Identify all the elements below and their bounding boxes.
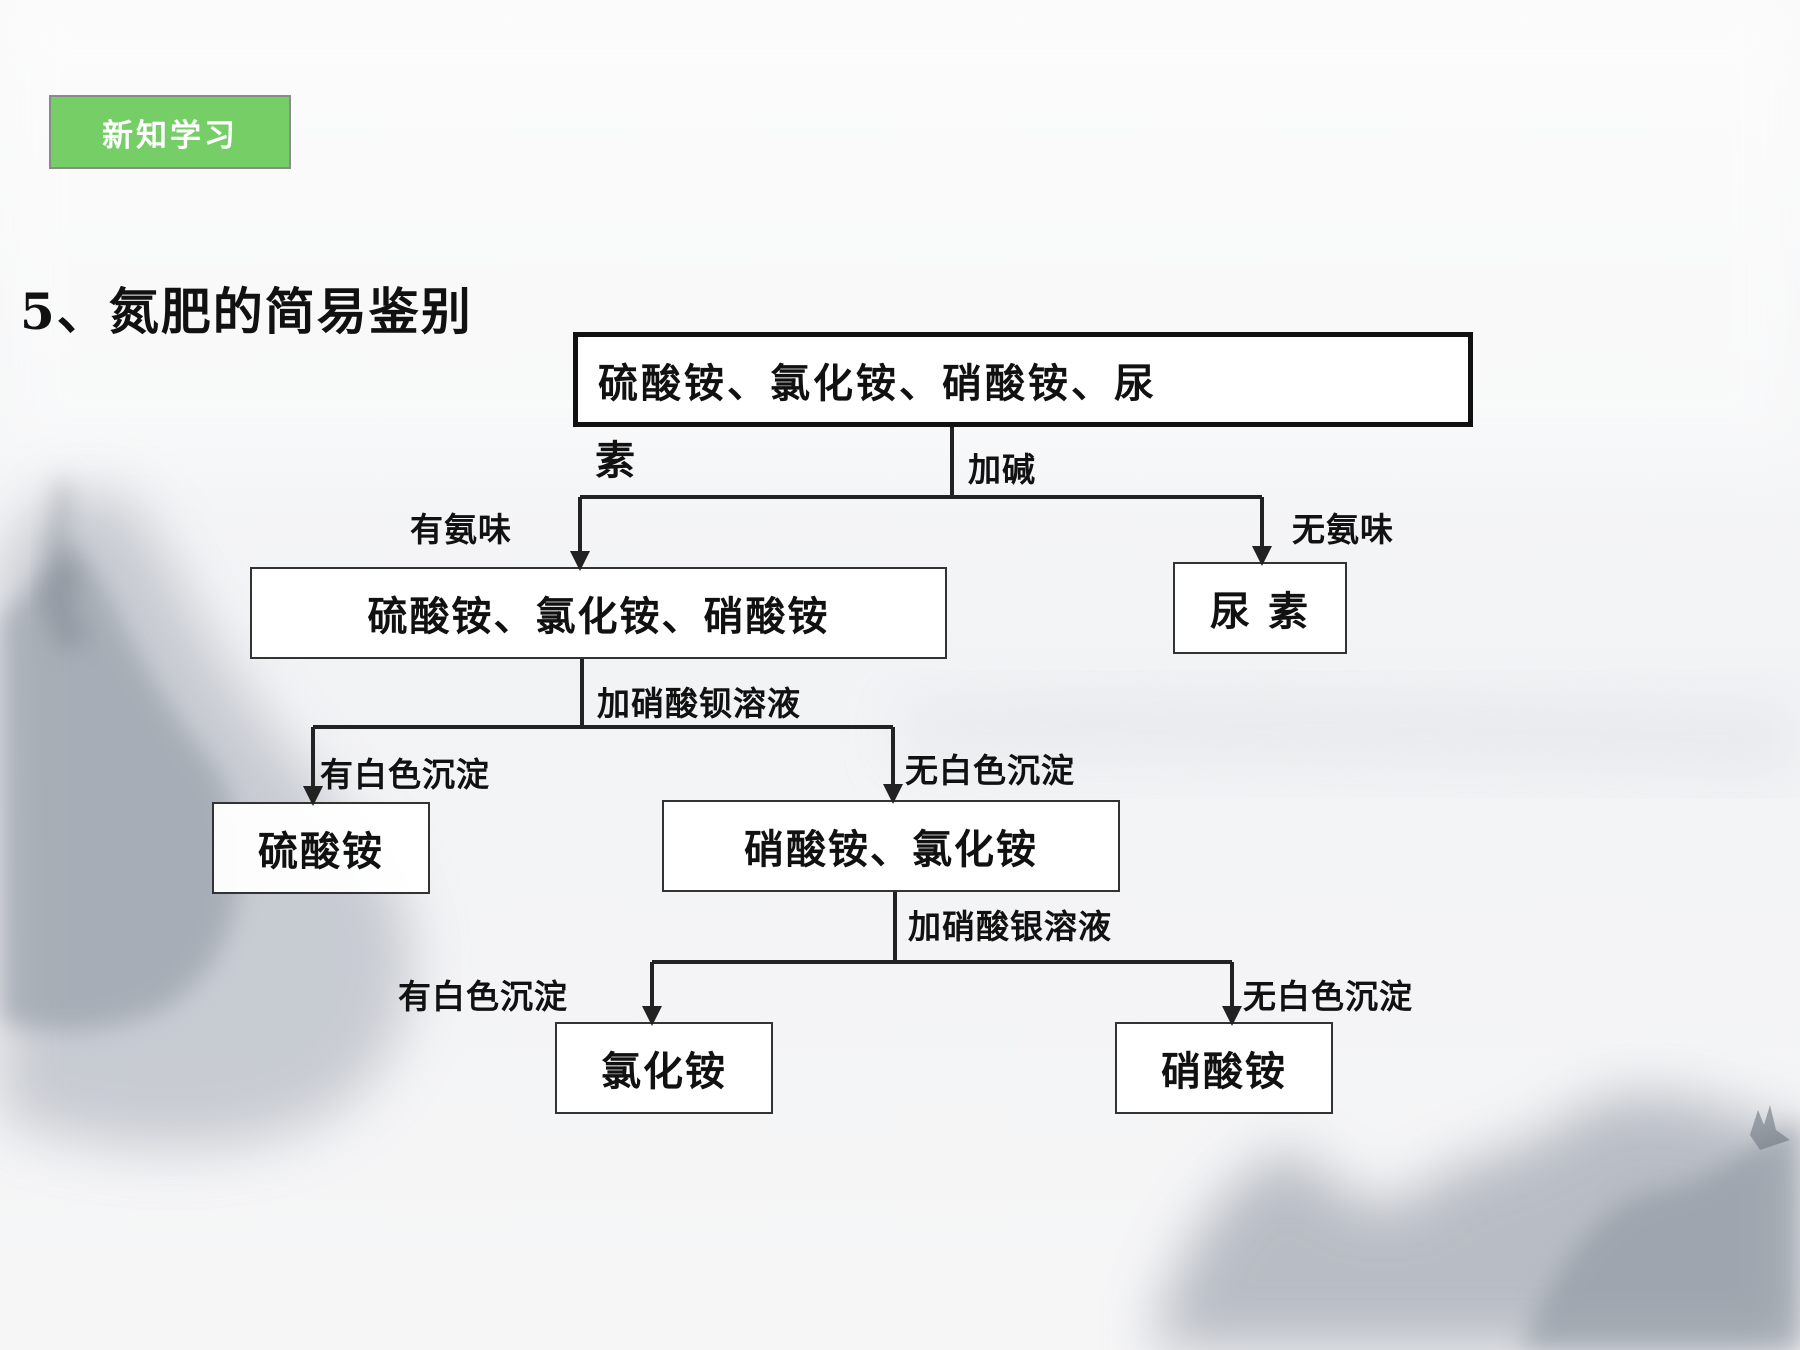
node-ammonium-nitrate-text: 硝酸铵	[1161, 1048, 1287, 1095]
edge-label-add-silver-nitrate: 加硝酸银溶液	[908, 907, 1112, 946]
node-nitrate-chloride-text: 硝酸铵、氯化铵	[744, 826, 1038, 873]
edge-label-add-barium-nitrate: 加硝酸钡溶液	[597, 684, 801, 723]
section-badge: 新知学习	[49, 95, 291, 169]
root-node: 硫酸铵、氯化铵、硝酸铵、尿	[573, 332, 1473, 427]
node-ammonium-nitrate: 硝酸铵	[1115, 1022, 1333, 1114]
root-node-text-overflow: 素	[595, 437, 635, 484]
edge-label-add-base: 加碱	[968, 450, 1036, 489]
edge-label-ammonia-smell: 有氨味	[410, 510, 512, 549]
edge-label-white-precipitate-2: 有白色沉淀	[398, 977, 568, 1016]
node-ammonium-chloride-text: 氯化铵	[601, 1048, 727, 1095]
edge-label-no-white-precipitate-1: 无白色沉淀	[905, 751, 1075, 790]
edge-label-no-white-precipitate-2: 无白色沉淀	[1243, 977, 1413, 1016]
node-three-salts-text: 硫酸铵、氯化铵、硝酸铵	[367, 593, 830, 640]
node-urea-text: 尿 素	[1210, 588, 1310, 635]
edge-label-no-ammonia-smell: 无氨味	[1292, 510, 1394, 549]
edge-label-white-precipitate-1: 有白色沉淀	[320, 755, 490, 794]
page-title: 5、氮肥的简易鉴别	[20, 282, 473, 341]
node-nitrate-chloride: 硝酸铵、氯化铵	[662, 800, 1120, 892]
node-three-salts: 硫酸铵、氯化铵、硝酸铵	[250, 567, 947, 659]
node-urea: 尿 素	[1173, 562, 1347, 654]
node-ammonium-sulfate: 硫酸铵	[212, 802, 430, 894]
section-badge-label: 新知学习	[102, 117, 238, 154]
node-ammonium-chloride: 氯化铵	[555, 1022, 773, 1114]
node-ammonium-sulfate-text: 硫酸铵	[258, 828, 384, 875]
root-node-text: 硫酸铵、氯化铵、硝酸铵、尿	[598, 359, 1157, 407]
